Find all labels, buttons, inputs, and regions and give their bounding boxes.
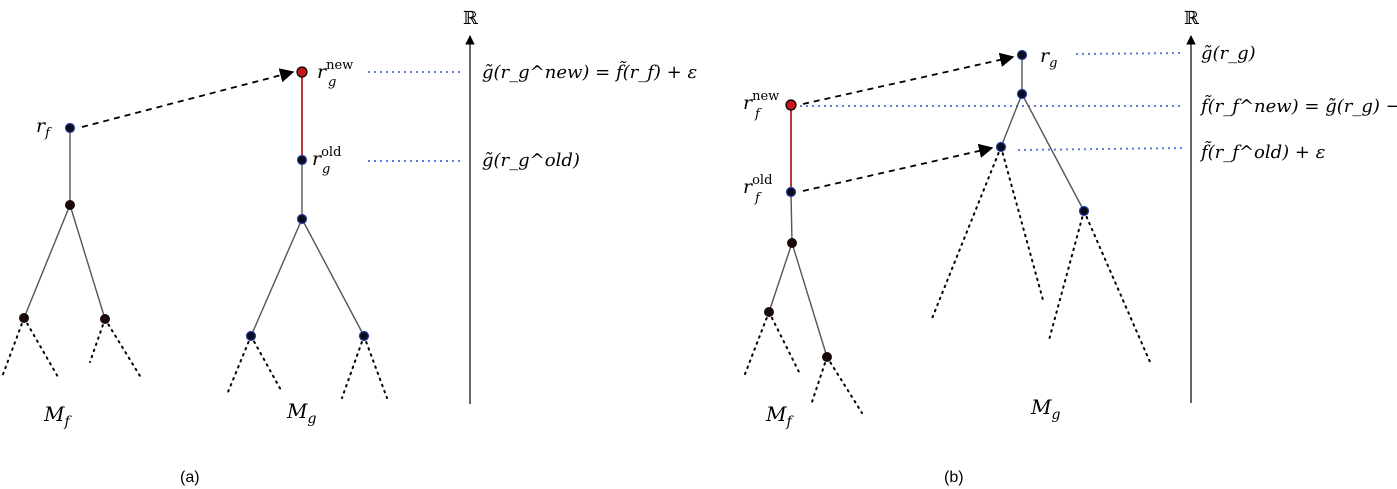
panel-a-node-f-mid bbox=[65, 200, 75, 210]
panel-b-caption: (b) bbox=[944, 469, 964, 486]
panel-b-label-rf-new-sub: f bbox=[754, 107, 762, 122]
panel-b-node-g-mid bbox=[1016, 88, 1028, 100]
panel-b-label-rf-old: rold bbox=[743, 173, 772, 198]
panel-a-caption: (a) bbox=[180, 469, 200, 486]
panel-b-node-f-mid bbox=[787, 238, 797, 248]
panel-b-axis-label: ℝ bbox=[1184, 8, 1200, 29]
panel-b-node-g-right bbox=[1078, 205, 1090, 217]
panel-b-node-rf-new bbox=[785, 99, 797, 111]
panel-a-node-f-right bbox=[100, 314, 110, 324]
panel-b-node-rg bbox=[1016, 49, 1028, 61]
panel-a-label-rg-old: rold bbox=[312, 145, 341, 170]
panel-a-tree-g bbox=[227, 72, 388, 399]
panel-a-tree-g-label: Mg bbox=[286, 399, 316, 427]
panel-b-tree-f bbox=[744, 105, 863, 414]
panel-a-label-rg-new: rnew bbox=[317, 58, 353, 83]
panel-b-guide-top bbox=[1075, 52, 1185, 55]
panel-a-node-g-mid bbox=[296, 213, 308, 225]
panel-a-node-rg-old bbox=[296, 154, 308, 166]
panel-b-tree-g bbox=[930, 55, 1151, 363]
panel-a-label-rf: rf bbox=[36, 115, 52, 141]
panel-a-label-rg-new-sub: g bbox=[328, 75, 336, 90]
panel-b-eq-top: g̃(r_g) bbox=[1201, 43, 1256, 64]
panel-a: ℝ bbox=[1, 8, 697, 486]
panel-a-label-rg-old-sub: g bbox=[322, 162, 330, 177]
panel-b-node-f-left bbox=[764, 307, 774, 317]
panel-a-axis-label: ℝ bbox=[463, 8, 479, 29]
panel-b-node-f-right bbox=[822, 352, 832, 362]
panel-b: ℝ bbox=[743, 8, 1397, 486]
panel-b-tree-f-label: Mf bbox=[765, 402, 794, 430]
panel-b-label-rf-old-sub: f bbox=[754, 191, 762, 206]
panel-b-label-rf-new: rnew bbox=[743, 89, 779, 114]
panel-b-node-rf-old bbox=[785, 186, 797, 198]
panel-a-eq-bottom: g̃(r_g^old) bbox=[482, 150, 580, 171]
panel-a-node-f-left bbox=[19, 313, 29, 323]
panel-a-node-rf bbox=[64, 122, 76, 134]
panel-b-eq-middle: f̃(r_f^new) = g̃(r_g) − ε bbox=[1199, 94, 1397, 117]
panel-b-guide-bottom bbox=[1017, 147, 1185, 151]
panel-a-tree-f-label: Mf bbox=[43, 402, 72, 430]
panel-a-node-g-left bbox=[245, 330, 257, 342]
panel-b-tree-g-label: Mg bbox=[1030, 395, 1060, 423]
panel-a-transfer-arrow bbox=[81, 68, 295, 128]
panel-b-label-rg: rg bbox=[1040, 45, 1057, 71]
panel-b-arrow-top bbox=[802, 52, 1015, 105]
panel-a-node-g-right bbox=[358, 330, 370, 342]
panel-b-node-g-left bbox=[995, 141, 1007, 153]
panel-a-eq-top: g̃(r_g^new) = f̃(r_f) + ε bbox=[482, 60, 697, 83]
panel-a-tree-f bbox=[1, 128, 141, 378]
panel-a-node-rg-new bbox=[296, 66, 308, 78]
panel-b-arrow-bottom bbox=[802, 143, 994, 192]
panel-b-eq-bottom: f̃(r_f^old) + ε bbox=[1199, 140, 1325, 163]
